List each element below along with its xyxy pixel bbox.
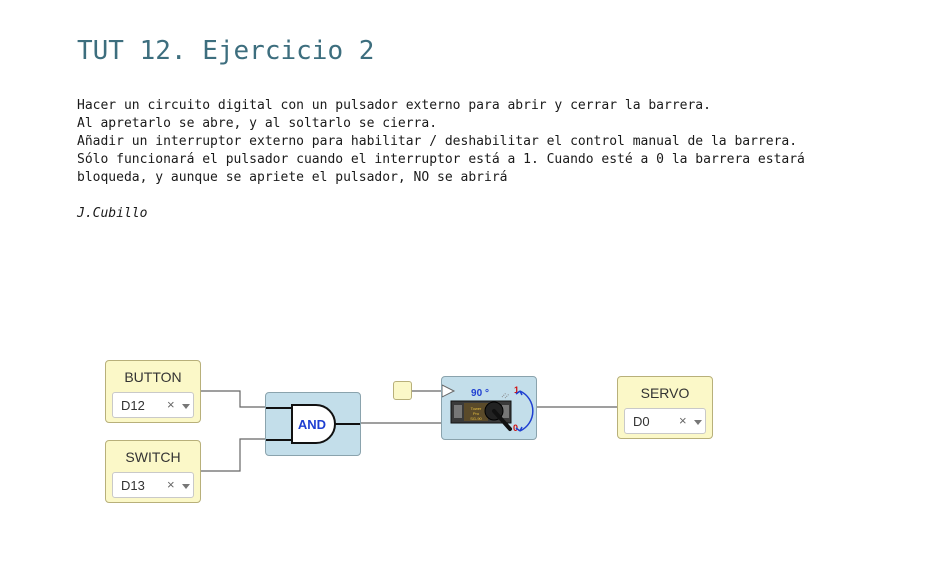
svg-text:90 °: 90 ° xyxy=(471,388,489,399)
page-title: TUT 12. Ejercicio 2 xyxy=(77,36,375,66)
clear-icon[interactable]: × xyxy=(167,397,175,412)
svg-text:Tower: Tower xyxy=(471,406,482,411)
servo-pin-value: D0 xyxy=(633,414,650,429)
svg-text:Pro: Pro xyxy=(473,411,480,416)
clear-icon[interactable]: × xyxy=(167,477,175,492)
description-line: Añadir un interruptor externo para habil… xyxy=(77,134,798,149)
servo-block-label: SERVO xyxy=(640,385,690,401)
wire-button-to-and xyxy=(201,390,266,408)
button-pin-select[interactable]: D12 × xyxy=(112,392,194,418)
button-block-label: BUTTON xyxy=(124,369,182,385)
switch-block[interactable]: SWITCH D13 × xyxy=(105,440,201,503)
description: Hacer un circuito digital con un pulsado… xyxy=(77,97,917,187)
servo-control-block[interactable]: 90 ° 1 0 Tower Pro SG-90 xyxy=(441,376,537,440)
servo-block[interactable]: SERVO D0 × xyxy=(617,376,713,439)
svg-text:1: 1 xyxy=(514,385,519,395)
switch-pin-select[interactable]: D13 × xyxy=(112,472,194,498)
wire-switch-to-and xyxy=(201,438,266,472)
switch-block-label: SWITCH xyxy=(125,449,181,465)
switch-pin-value: D13 xyxy=(121,478,145,493)
and-gate-icon: AND xyxy=(266,404,360,444)
description-line: Sólo funcionará el pulsador cuando el in… xyxy=(77,152,805,167)
chevron-down-icon[interactable] xyxy=(694,420,702,425)
description-line: Al apretarlo se abre, y al soltarlo se c… xyxy=(77,116,438,131)
author: J.Cubillo xyxy=(77,206,148,221)
button-block[interactable]: BUTTON D12 × xyxy=(105,360,201,423)
button-pin-value: D12 xyxy=(121,398,145,413)
description-line: bloqueda, y aunque se apriete el pulsado… xyxy=(77,170,508,185)
enable-input-square[interactable] xyxy=(393,381,412,400)
clear-icon[interactable]: × xyxy=(679,413,687,428)
servo-pin-select[interactable]: D0 × xyxy=(624,408,706,434)
description-line: Hacer un circuito digital con un pulsado… xyxy=(77,98,711,113)
chevron-down-icon[interactable] xyxy=(182,484,190,489)
and-gate-label: AND xyxy=(298,417,326,432)
svg-text:0: 0 xyxy=(513,423,518,433)
svg-text:SG-90: SG-90 xyxy=(470,416,482,421)
chevron-down-icon[interactable] xyxy=(182,404,190,409)
servo-motor-icon: 90 ° 1 0 Tower Pro SG-90 xyxy=(442,384,534,433)
and-gate-block[interactable]: AND xyxy=(265,392,361,456)
